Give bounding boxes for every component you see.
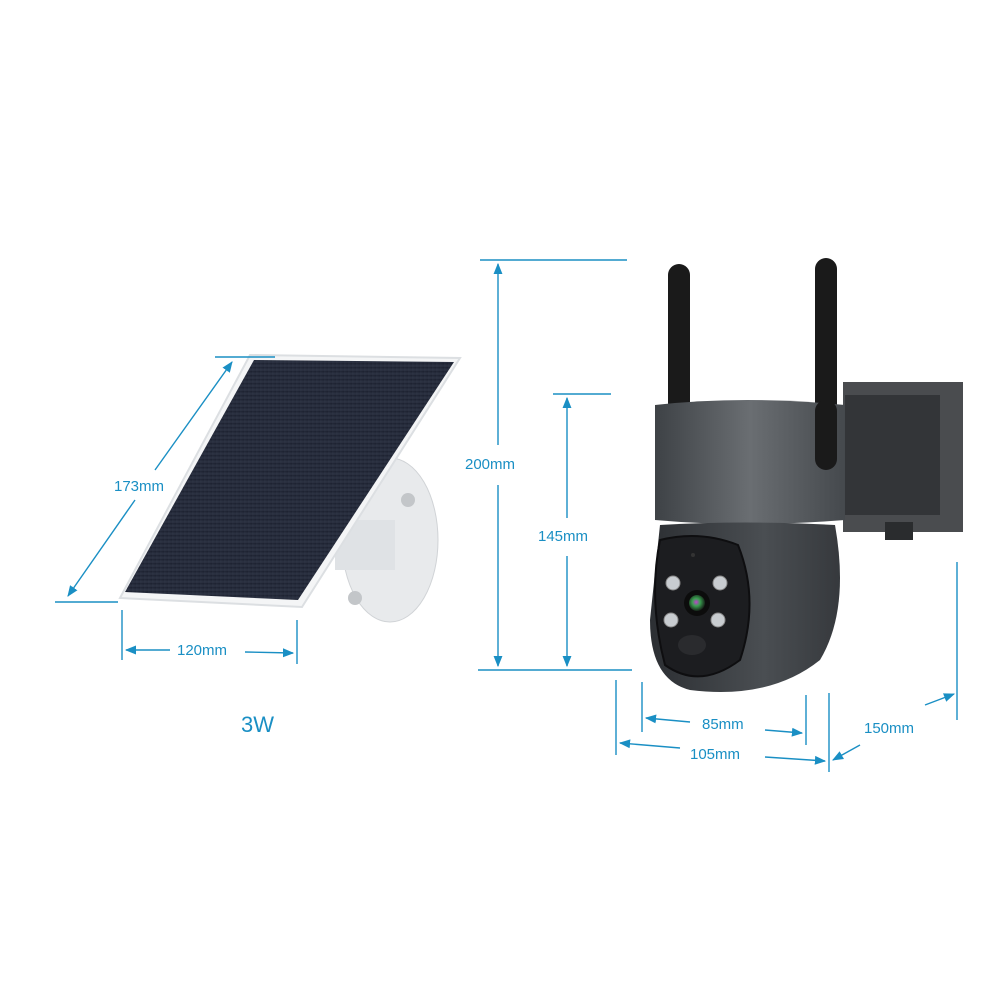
pir-sensor-icon — [678, 635, 706, 655]
camera-total-width-label: 105mm — [688, 746, 743, 763]
camera-lens-icon — [689, 595, 705, 611]
camera-ball-body — [650, 522, 840, 692]
ir-led-icon — [712, 575, 728, 591]
camera-wall-bracket — [843, 382, 963, 540]
dimension-85mm — [641, 682, 807, 745]
solar-panel-width-label: 120mm — [175, 642, 230, 659]
solar-panel — [118, 353, 462, 609]
dimension-120mm — [121, 610, 298, 664]
ir-led-icon — [710, 612, 726, 628]
camera-body-height-label: 145mm — [536, 528, 591, 545]
dimension-150mm — [832, 562, 958, 761]
dimension-145mm — [553, 393, 611, 668]
dimension-200mm — [478, 259, 632, 671]
camera-depth-label: 150mm — [862, 720, 917, 737]
ir-led-icon — [665, 575, 681, 591]
solar-panel-height-label: 173mm — [112, 478, 167, 495]
dimension-105mm — [615, 680, 830, 772]
camera-total-height-label: 200mm — [463, 456, 518, 473]
camera-front-width-label: 85mm — [700, 716, 746, 733]
camera-top-housing — [655, 400, 845, 524]
ir-led-icon — [663, 612, 679, 628]
solar-panel-power-label: 3W — [241, 712, 274, 737]
dimension-173mm — [55, 356, 275, 603]
